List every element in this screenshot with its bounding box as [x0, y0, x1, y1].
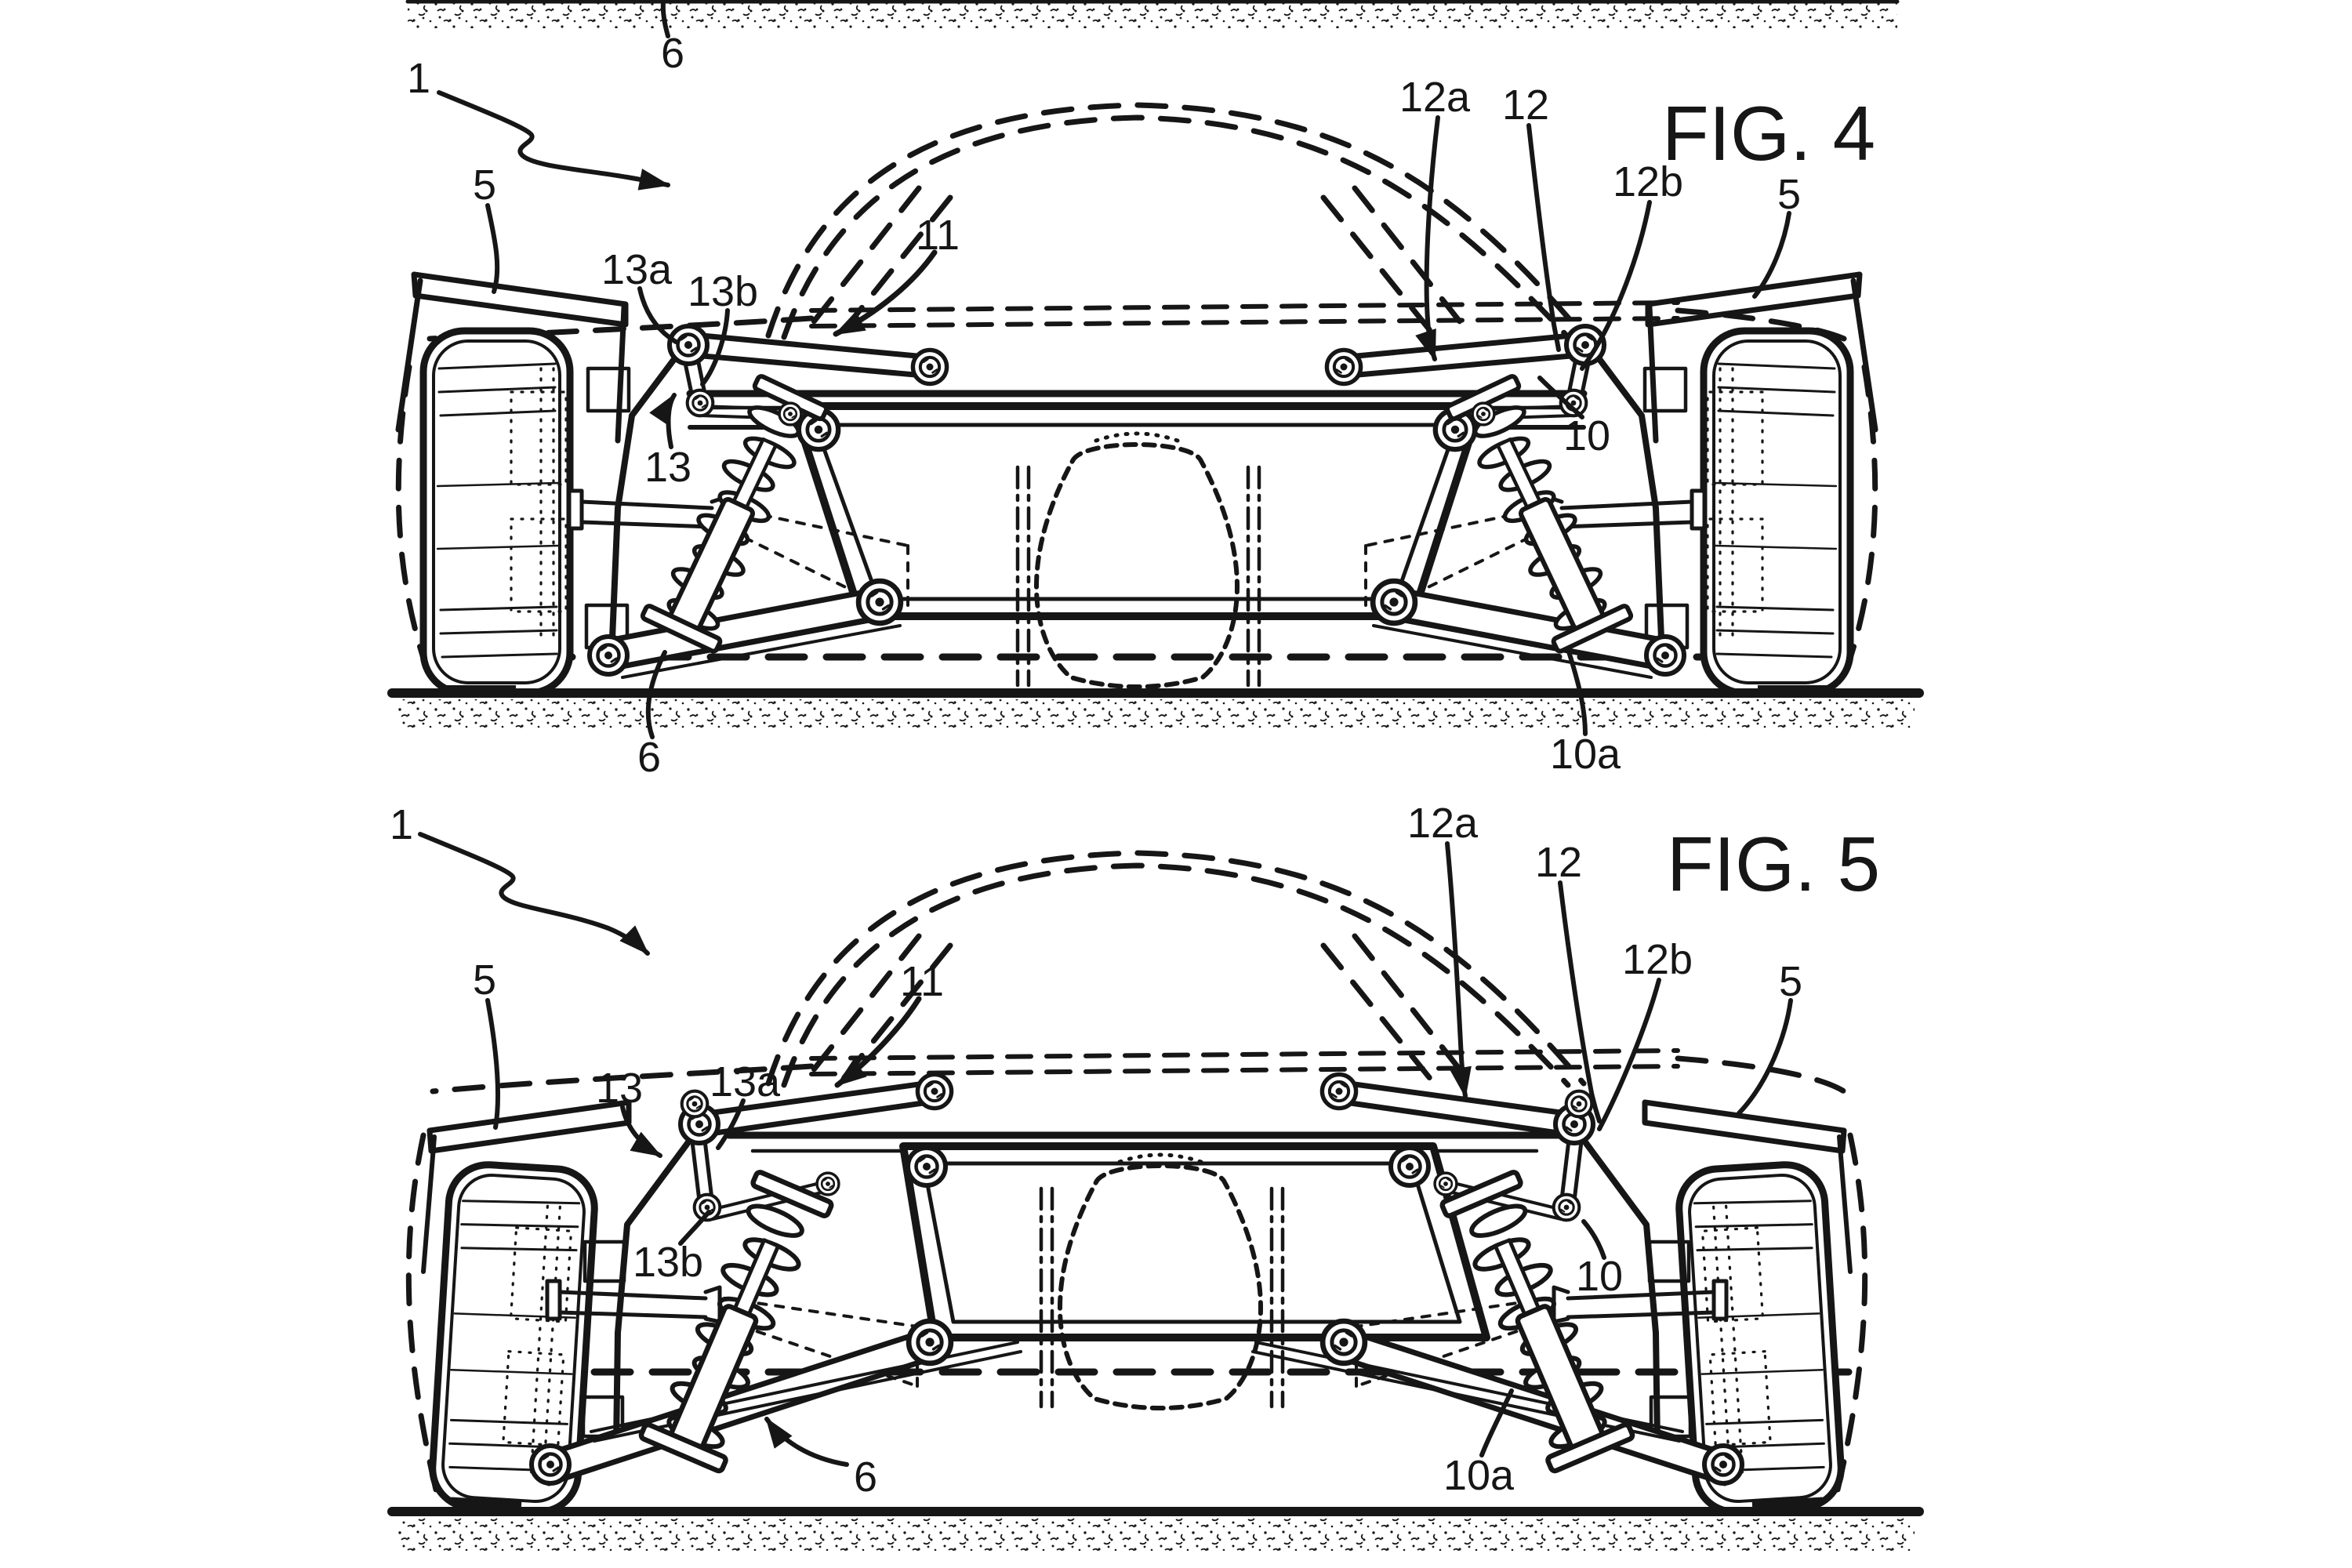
ref-6: 6 [854, 1454, 877, 1501]
leader-10a [1566, 647, 1588, 736]
leader-13 [620, 1105, 662, 1158]
ref-13: 13 [596, 1065, 643, 1112]
ground [387, 1507, 1924, 1551]
leader-5-left [485, 203, 500, 294]
ref-5-left: 5 [473, 956, 496, 1004]
figure-4: 6 1 5 13a 13b 11 13 12a 12 12b 5 10 6 10… [387, 0, 1924, 781]
right-wheel [1704, 331, 1850, 694]
ref-10a: 10a [1550, 731, 1621, 778]
subframe [899, 1142, 1490, 1341]
leader-6-bottom [645, 650, 667, 739]
ref-5-right: 5 [1779, 958, 1802, 1005]
ref-6-top: 6 [661, 30, 684, 77]
figure-5-caption: FIG. 5 [1667, 821, 1880, 907]
reference-numerals-fig4: 6 1 5 13a 13b 11 13 12a 12 12b 5 10 6 10… [407, 30, 1801, 781]
leader-6 [764, 1417, 849, 1467]
subframe-bolt [1391, 1148, 1428, 1185]
ref-12: 12 [1535, 839, 1582, 886]
leader-5-right [1752, 211, 1791, 299]
figure-4-caption: FIG. 4 [1662, 90, 1875, 176]
ref-5-right: 5 [1777, 171, 1801, 218]
leader-10 [1537, 376, 1584, 419]
leader-13b [700, 308, 730, 387]
leader-11 [833, 249, 938, 337]
differential-outline [1015, 431, 1261, 689]
ref-13b: 13b [688, 268, 758, 315]
ref-1: 1 [390, 801, 413, 848]
leader-5-left [485, 998, 500, 1130]
ref-11: 11 [900, 958, 944, 1005]
leader-1 [418, 832, 650, 956]
chassis-and-subframe [686, 390, 1588, 689]
ref-13a: 13a [710, 1058, 781, 1105]
differential-outline [1039, 1152, 1285, 1410]
ref-12a: 12a [1399, 74, 1471, 121]
leader-12b [1597, 978, 1661, 1131]
leader-6-top [660, 0, 670, 38]
subframe [789, 402, 1484, 620]
leader-12b [1580, 200, 1652, 371]
ref-1: 1 [407, 55, 430, 102]
leader-13b [678, 1210, 711, 1246]
leader-13 [649, 393, 677, 449]
left-wheel [423, 331, 570, 694]
ref-11: 11 [916, 212, 960, 259]
leader-11 [834, 996, 922, 1088]
ref-13b: 13b [633, 1239, 703, 1286]
ref-12b: 12b [1622, 936, 1693, 983]
ref-6-bottom: 6 [637, 734, 661, 781]
ref-12a: 12a [1407, 800, 1479, 847]
leader-13a [637, 286, 678, 344]
chassis-and-subframe [725, 1131, 1564, 1410]
ref-12b: 12b [1613, 158, 1683, 205]
ref-10a: 10a [1443, 1452, 1515, 1499]
ref-10: 10 [1576, 1253, 1623, 1300]
leader-lines [437, 0, 1791, 739]
subframe-bolt [908, 1148, 946, 1185]
leader-12 [1558, 880, 1602, 1123]
ref-12: 12 [1502, 82, 1549, 129]
ref-10: 10 [1563, 412, 1610, 459]
leader-1 [437, 90, 670, 191]
leader-13a [716, 1098, 746, 1150]
leader-5-right [1737, 998, 1793, 1116]
ref-5-left: 5 [473, 162, 496, 209]
leader-12a [1415, 115, 1440, 361]
upper-ground-band [405, 0, 1900, 28]
car-body-outline [395, 102, 1878, 676]
leader-12 [1526, 123, 1561, 352]
ground [387, 688, 1924, 731]
leader-12a [1445, 841, 1472, 1098]
figure-5: 1 5 11 13 13a 13b 12a 12 12b 5 10 6 10a … [387, 800, 1924, 1551]
leader-10 [1581, 1219, 1606, 1260]
reference-numerals-fig5: 1 5 11 13 13a 13b 12a 12 12b 5 10 6 10a [390, 800, 1802, 1501]
leader-lines [418, 832, 1793, 1467]
ref-13: 13 [644, 444, 691, 491]
leader-10a [1479, 1388, 1514, 1457]
ref-13a: 13a [601, 246, 673, 293]
